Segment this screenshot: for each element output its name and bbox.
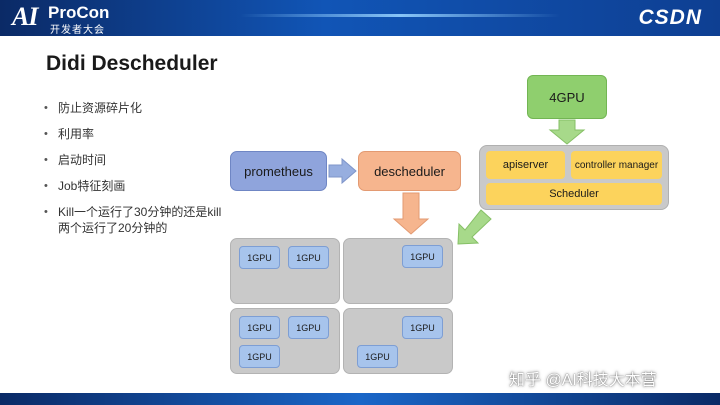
gpu-block: 1GPU <box>288 316 329 339</box>
procon-logo-text: ProCon <box>48 3 110 22</box>
banner-light-streak <box>240 14 560 17</box>
gpu-block: 1GPU <box>402 316 443 339</box>
procon-logo-subtitle: 开发者大会 <box>50 25 105 36</box>
gpu-block: 1GPU <box>402 245 443 268</box>
header-banner: AI ProCon 开发者大会 CSDN <box>0 0 720 36</box>
bullet-item: 防止资源碎片化 <box>42 100 232 116</box>
bullet-list: 防止资源碎片化 利用率 启动时间 Job特征刻画 Kill一个运行了30分钟的还… <box>42 100 232 246</box>
gpu-pool-box: 4GPU <box>527 75 607 119</box>
ai-logo: AI <box>12 2 38 31</box>
watermark: 知乎 @AI科技大本营 <box>509 372 657 389</box>
apiserver-box: apiserver <box>486 151 565 179</box>
slide-title: Didi Descheduler <box>46 52 218 75</box>
node-4: 1GPU 1GPU <box>343 308 453 374</box>
node-2: 1GPU <box>343 238 453 304</box>
controller-manager-box: controller manager <box>571 151 662 179</box>
scheduler-box: Scheduler <box>486 183 662 205</box>
gpu-block: 1GPU <box>239 246 280 269</box>
bullet-item: Job特征刻画 <box>42 178 232 194</box>
node-3: 1GPU 1GPU 1GPU <box>230 308 340 374</box>
bullet-item: 启动时间 <box>42 152 232 168</box>
csdn-logo: CSDN <box>638 6 702 29</box>
bullet-item: 利用率 <box>42 126 232 142</box>
descheduler-box: descheduler <box>358 151 461 191</box>
prometheus-box: prometheus <box>230 151 327 191</box>
arrow-4gpu-to-control-plane <box>548 119 586 145</box>
arrow-prometheus-to-descheduler <box>328 157 357 185</box>
gpu-block: 1GPU <box>239 316 280 339</box>
gpu-block: 1GPU <box>357 345 398 368</box>
gpu-block: 1GPU <box>288 246 329 269</box>
gpu-block: 1GPU <box>239 345 280 368</box>
node-1: 1GPU 1GPU <box>230 238 340 304</box>
footer-banner <box>0 393 720 405</box>
bullet-item: Kill一个运行了30分钟的还是kill两个运行了20分钟的 <box>42 204 232 236</box>
arrow-descheduler-to-nodes <box>392 192 430 235</box>
arrow-scheduler-to-nodes <box>457 209 492 245</box>
